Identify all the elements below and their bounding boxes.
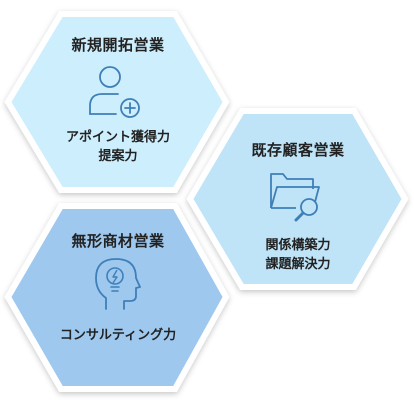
subtitle-new-business: アポイント獲得力 提案力 (18, 128, 218, 166)
subtitle-line: 提案力 (98, 149, 138, 164)
subtitle-line: アポイント獲得力 (65, 130, 170, 145)
subtitle-line: 課題解決力 (265, 257, 331, 272)
subtitle-line: 関係構築力 (265, 238, 331, 253)
subtitle-line: コンサルティング力 (59, 328, 177, 343)
title-new-business: 新規開拓営業 (71, 36, 165, 54)
hexagon-intangible-products (4, 203, 230, 392)
folder-search-icon (270, 173, 320, 222)
title-intangible-products: 無形商材営業 (71, 232, 165, 250)
head-idea-icon (95, 258, 141, 310)
subtitle-intangible-products: コンサルティング力 (18, 326, 218, 345)
user-add-icon (89, 66, 140, 118)
title-existing-clients: 既存顧客営業 (251, 141, 345, 159)
hexagon-new-business (4, 11, 230, 193)
hexagon-existing-clients (186, 108, 409, 290)
subtitle-existing-clients: 関係構築力 課題解決力 (198, 236, 398, 274)
